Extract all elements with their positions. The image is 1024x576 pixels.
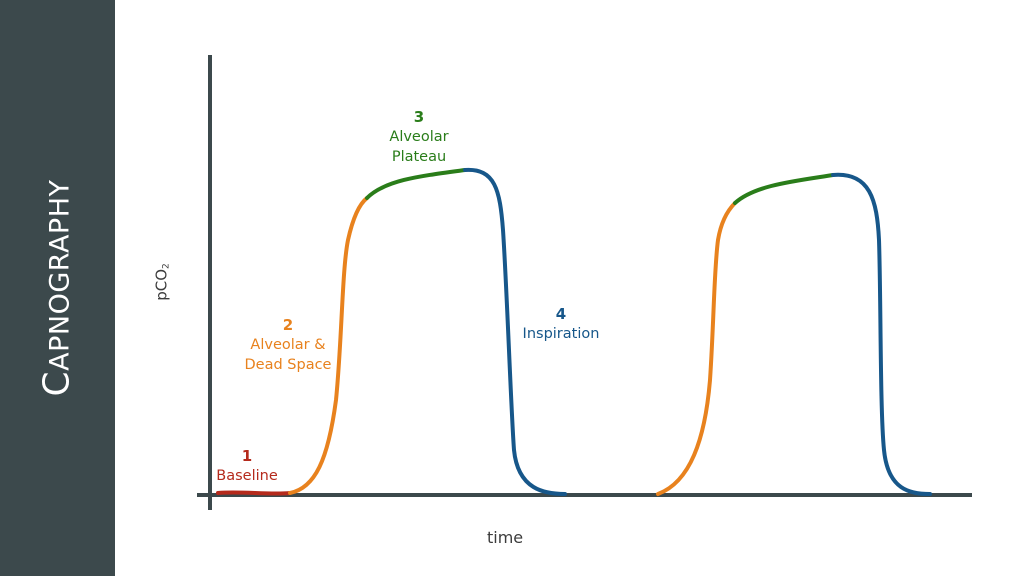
phase-1-number: 1 [241,447,253,465]
phase-2-label: 2 Alveolar & Dead Space [245,315,332,375]
phase-2-number: 2 [282,316,294,334]
x-axis-label: time [487,528,524,547]
phase-2-text-line1: Alveolar & [250,337,326,353]
sidebar: CAPNOGRAPHY [0,0,115,576]
y-axis-label-text: pCO [152,268,171,301]
phase-1-text: Baseline [216,468,278,484]
phase-4-label: 4 Inspiration [523,304,600,344]
waveform-cycle-1 [216,167,567,496]
phase-4-text: Inspiration [522,326,600,342]
phase-2-rise-curve [656,201,737,496]
phase-3-text-line2: Plateau [391,149,447,165]
waveform-cycle-2 [656,172,932,496]
phase-4-fall-curve [831,172,932,496]
phase-3-plateau-curve [733,173,835,205]
phase-3-number: 3 [413,108,425,126]
phase-4-fall-curve [463,167,567,496]
phase-3-plateau-curve [365,168,467,200]
phase-3-text-line1: Alveolar [389,129,449,145]
phase-3-label: 3 Alveolar Plateau [389,107,448,167]
phase-2-text-line2: Dead Space [244,357,332,373]
phase-4-number: 4 [555,305,567,323]
y-axis-label: pCO2 [153,263,172,301]
phase-2-rise-curve [288,196,369,495]
y-axis-label-subscript: 2 [161,263,172,269]
phase-1-label: 1 Baseline [216,446,277,486]
phase-1-baseline-curve [216,490,292,496]
